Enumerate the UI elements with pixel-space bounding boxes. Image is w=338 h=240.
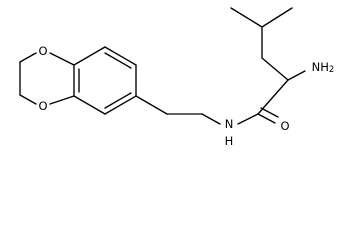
atom-label-ring-oxygen-bottom: O [38,99,47,113]
bond-alpha-ch2 [261,57,289,81]
bond-carbonyl-oxygen [257,113,276,124]
bond-ch-methyl-left [230,7,263,28]
atom-label-ring-oxygen-top: O [38,44,47,58]
atom-labels: O O N H O NH2 [38,44,334,148]
bond-carbonyl-oxygen-double [260,107,279,118]
bond-benzene-6 [73,95,106,115]
bond-benzene-5-inner [104,92,132,109]
bond-o-bottom-aryl [49,95,75,105]
bond-dioxane-c3-o-bottom [19,94,37,105]
atom-label-carbonyl-oxygen: O [280,119,289,133]
bond-benzene-2 [73,46,106,66]
atom-label-amine: NH2 [312,60,335,75]
atom-label-amide-nitrogen: N [225,117,234,131]
bond-ch2-n [201,113,221,125]
bond-carbonyl-alpha [257,79,289,115]
atom-label-amide-hydrogen: H [225,134,234,148]
bond-benzene-3 [104,46,137,66]
bond-alpha-nh2 [287,70,306,81]
bond-benzene-3-inner [104,52,132,69]
structure-diagram: O O N H O NH2 [19,7,334,148]
bond-ch-methyl-right [261,7,293,28]
bond-dioxane-c2-o-top [19,52,37,63]
benzene-ring [73,46,137,115]
bond-n-carbonyl [237,113,259,125]
side-chain [135,7,306,125]
bond-o-top-aryl [49,52,75,66]
dioxane-ring [19,52,75,105]
bond-benzene-5 [104,95,137,115]
bond-aryl-ch2 [135,95,168,115]
